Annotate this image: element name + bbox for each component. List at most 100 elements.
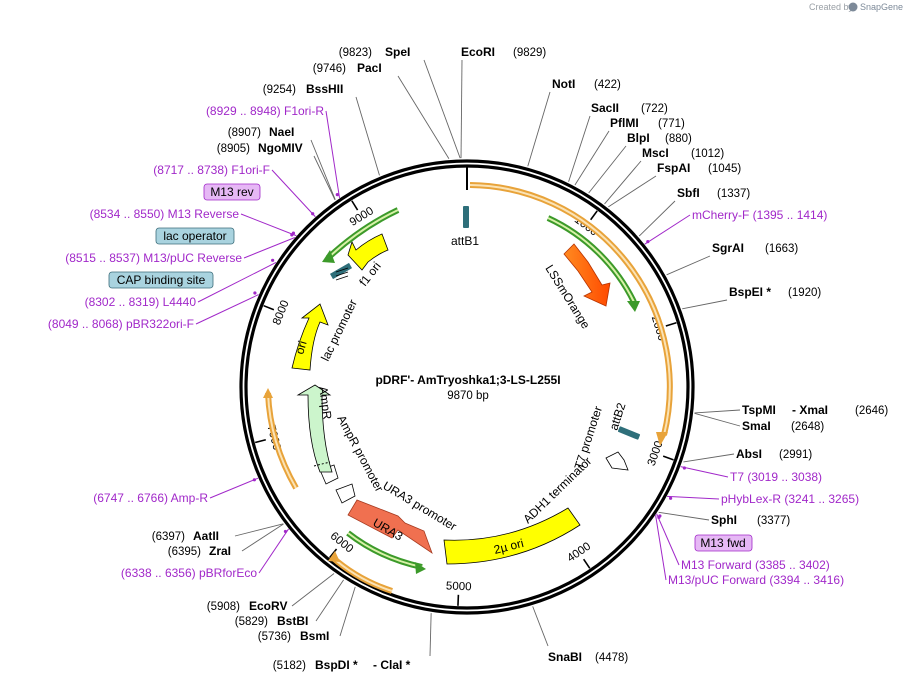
enzyme-leader-NotI (527, 91, 551, 167)
primer-leader-M13-pUC-Reverse (243, 237, 296, 259)
primer-pBRforEco[interactable]: (6338 .. 6356) pBRforEco (121, 566, 257, 580)
primer-site-pBRforEco (283, 529, 288, 534)
primer-site-M13-pUC-Forward (657, 515, 661, 519)
enzyme-name-NaeI[interactable]: NaeI (269, 125, 294, 139)
enzyme-name-PflMI[interactable]: PflMI (610, 116, 639, 130)
enzyme-name-ZraI[interactable]: ZraI (209, 544, 231, 558)
enzyme-leader-BspDI (429, 613, 432, 657)
enzyme-name-BlpI[interactable]: BlpI (627, 131, 650, 145)
enzyme-name-AbsI[interactable]: AbsI (736, 447, 762, 461)
enzyme-pos-TspMI: (2646) (855, 405, 888, 417)
primer-M13-Reverse[interactable]: (8534 .. 8550) M13 Reverse (90, 207, 240, 221)
tick-label-4000: 4000 (565, 540, 593, 564)
primer-Amp-R[interactable]: (6747 .. 6766) Amp-R (93, 491, 208, 505)
enzyme-pos-BspDI: (5182) (273, 660, 306, 672)
enzyme-name-EcoRV[interactable]: EcoRV (249, 599, 287, 613)
enzyme-name-SnaBI[interactable]: SnaBI (548, 650, 582, 664)
plasmid-size: 9870 bp (447, 390, 489, 402)
enzyme-name-TspMI[interactable]: TspMI (742, 403, 776, 417)
primer-labels: (8929 .. 8948) F1ori-R (8717 .. 8738) F1… (48, 104, 859, 587)
cap-binding-site-box[interactable] (108, 271, 214, 289)
primer-site-pBR322ori-F (253, 291, 257, 295)
enzyme-leader-BstBI (315, 579, 344, 622)
attb1-label: attB1 (451, 234, 479, 248)
enzyme-pos-PacI: (9746) (313, 63, 346, 75)
ura3-promoter-arrow (335, 483, 356, 504)
enzyme-pos-AatII: (6397) (152, 531, 185, 543)
attb2-label: attB2 (607, 401, 629, 432)
enzyme-name-SacII[interactable]: SacII (591, 101, 619, 115)
primer-site-L4440 (271, 258, 275, 262)
enzyme-pos-EcoRV: (5908) (207, 601, 240, 613)
enzyme-name-EcoRI[interactable]: EcoRI (461, 45, 495, 59)
enzyme-name-SgrAI[interactable]: SgrAI (712, 241, 744, 255)
lac-site-marker (329, 262, 353, 280)
enzyme-name-XmaI[interactable]: - XmaI (792, 403, 828, 417)
enzyme-name-AatII[interactable]: AatII (193, 529, 219, 543)
ura3-arrow (347, 499, 433, 555)
m13-rev-box[interactable] (203, 183, 261, 201)
ura3-orf-arc-fill (347, 532, 423, 568)
primer-leader-F1ori-F (271, 169, 316, 218)
primer-leader-M13-Forward (656, 513, 680, 566)
enzyme-name-SphI[interactable]: SphI (711, 513, 737, 527)
enzyme-leader-EcoRV (291, 573, 335, 607)
enzyme-name-BssHII[interactable]: BssHII (306, 82, 343, 96)
primer-site-F1ori-R (335, 193, 339, 197)
primer-mCherry-F[interactable]: mCherry-F (1395 .. 1414) (692, 208, 827, 222)
enzyme-name-BstBI[interactable]: BstBI (277, 614, 308, 628)
enzyme-name-BsmI[interactable]: BsmI (300, 629, 329, 643)
tick-6000 (329, 548, 338, 559)
m13-fwd-box[interactable] (694, 534, 753, 552)
primer-M13-pUC-Reverse[interactable]: (8515 .. 8537) M13/pUC Reverse (65, 251, 242, 265)
enzyme-leader-AatII (234, 523, 284, 537)
tick-label-8000: 8000 (271, 299, 292, 327)
enzyme-pos-SacII: (722) (641, 103, 668, 115)
enzyme-pos-ZraI: (6395) (168, 546, 201, 558)
enzyme-name-ClaI[interactable]: - ClaI * (373, 658, 411, 672)
enzyme-name-SbfI[interactable]: SbfI (677, 186, 700, 200)
attb1-site (463, 206, 469, 228)
enzyme-name-SmaI[interactable]: SmaI (742, 419, 771, 433)
primer-L4440[interactable]: (8302 .. 8319) L4440 (85, 295, 197, 309)
enzyme-name-MscI[interactable]: MscI (642, 146, 669, 160)
primer-F1ori-R[interactable]: (8929 .. 8948) F1ori-R (206, 104, 324, 118)
primer-leader-pBR322ori-F (195, 294, 259, 325)
primer-site-Amp-R (252, 478, 256, 482)
primer-M13-Forward[interactable]: M13 Forward (3385 .. 3402) (681, 558, 830, 572)
ampr-outer-orange-arc-fill (267, 392, 297, 489)
ori-arrow (291, 303, 329, 371)
enzyme-name-SpeI[interactable]: SpeI (385, 45, 410, 59)
ura3-outer-orange-arrowhead (328, 551, 340, 562)
enzyme-name-BspEI[interactable]: BspEI * (729, 285, 771, 299)
enzyme-pos-SbfI: (1337) (717, 188, 750, 200)
enzyme-leader-SphI (658, 511, 710, 521)
plasmid-name: pDRF'- AmTryoshka1;3-LS-L255I (375, 373, 560, 387)
lac-operator-text: lac operator (163, 229, 226, 243)
enzyme-pos-BsmI: (5736) (258, 631, 291, 643)
enzyme-name-NotI[interactable]: NotI (552, 77, 575, 91)
enzyme-name-FspAI[interactable]: FspAI (657, 161, 690, 175)
primer-site-M13-pUC-Reverse (290, 233, 294, 237)
enzyme-pos-BstBI: (5829) (235, 616, 268, 628)
enzyme-name-BspDI[interactable]: BspDI * (315, 658, 358, 672)
lac-operator-box[interactable] (155, 227, 235, 245)
ampr-promoter-label: AmpR promoter (334, 413, 386, 494)
primer-pHybLex-R[interactable]: pHybLex-R (3241 .. 3265) (721, 492, 859, 506)
enzyme-pos-SpeI: (9823) (339, 47, 372, 59)
credit-prefix: Created by (809, 2, 854, 12)
primer-M13-pUC-Forward[interactable]: M13/pUC Forward (3394 .. 3416) (668, 573, 844, 587)
tick-9000 (351, 200, 359, 211)
enzyme-pos-SmaI: (2648) (791, 421, 824, 433)
ori-label: ori (292, 339, 309, 356)
enzyme-leader-BlpI (588, 145, 627, 194)
ampr-hatch (313, 461, 331, 467)
enzyme-name-NgoMIV[interactable]: NgoMIV (258, 141, 303, 155)
primer-pBR322ori-F[interactable]: (8049 .. 8068) pBR322ori-F (48, 317, 194, 331)
primer-T7[interactable]: T7 (3019 .. 3038) (730, 470, 822, 484)
primer-leader-M13-pUC-Forward (655, 515, 667, 581)
primer-F1ori-F[interactable]: (8717 .. 8738) F1ori-F (153, 163, 270, 177)
enzyme-name-PacI[interactable]: PacI (357, 61, 382, 75)
primer-leader-mCherry-F (644, 214, 691, 245)
feature-arrows: attB1 LSSmOrange attB2 T7 promoter ADH1 … (263, 182, 673, 594)
